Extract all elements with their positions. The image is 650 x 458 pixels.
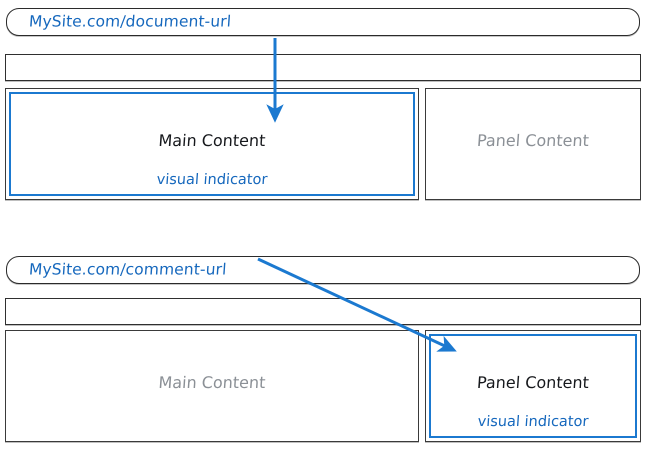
main-content-label: Main Content: [157, 131, 267, 150]
main-content-pane-comment[interactable]: Main Content: [5, 330, 419, 442]
visual-indicator-label-panel: visual indicator: [477, 414, 589, 430]
diagram-document-url: MySite.com/document-url Main Content vis…: [0, 8, 650, 200]
url-text-comment: MySite.com/comment-url: [28, 260, 228, 279]
url-bar-comment[interactable]: MySite.com/comment-url: [6, 256, 640, 284]
panel-content-pane-comment[interactable]: Panel Content visual indicator: [425, 330, 641, 442]
toolbar-strip-document[interactable]: [5, 54, 641, 81]
toolbar-strip-comment[interactable]: [5, 298, 641, 325]
panel-content-label: Panel Content: [476, 131, 590, 150]
content-row-document: Main Content visual indicator Panel Cont…: [0, 88, 650, 200]
main-content-label: Main Content: [157, 373, 267, 392]
url-bar-document[interactable]: MySite.com/document-url: [6, 8, 640, 36]
panel-content-pane-document[interactable]: Panel Content: [425, 88, 641, 200]
url-text-document: MySite.com/document-url: [28, 12, 232, 31]
main-content-pane-document[interactable]: Main Content visual indicator: [5, 88, 419, 200]
panel-content-label: Panel Content: [476, 373, 590, 392]
diagram-comment-url: MySite.com/comment-url Main Content Pane…: [0, 230, 650, 458]
content-row-comment: Main Content Panel Content visual indica…: [0, 330, 650, 442]
visual-indicator-label-main: visual indicator: [156, 172, 268, 188]
